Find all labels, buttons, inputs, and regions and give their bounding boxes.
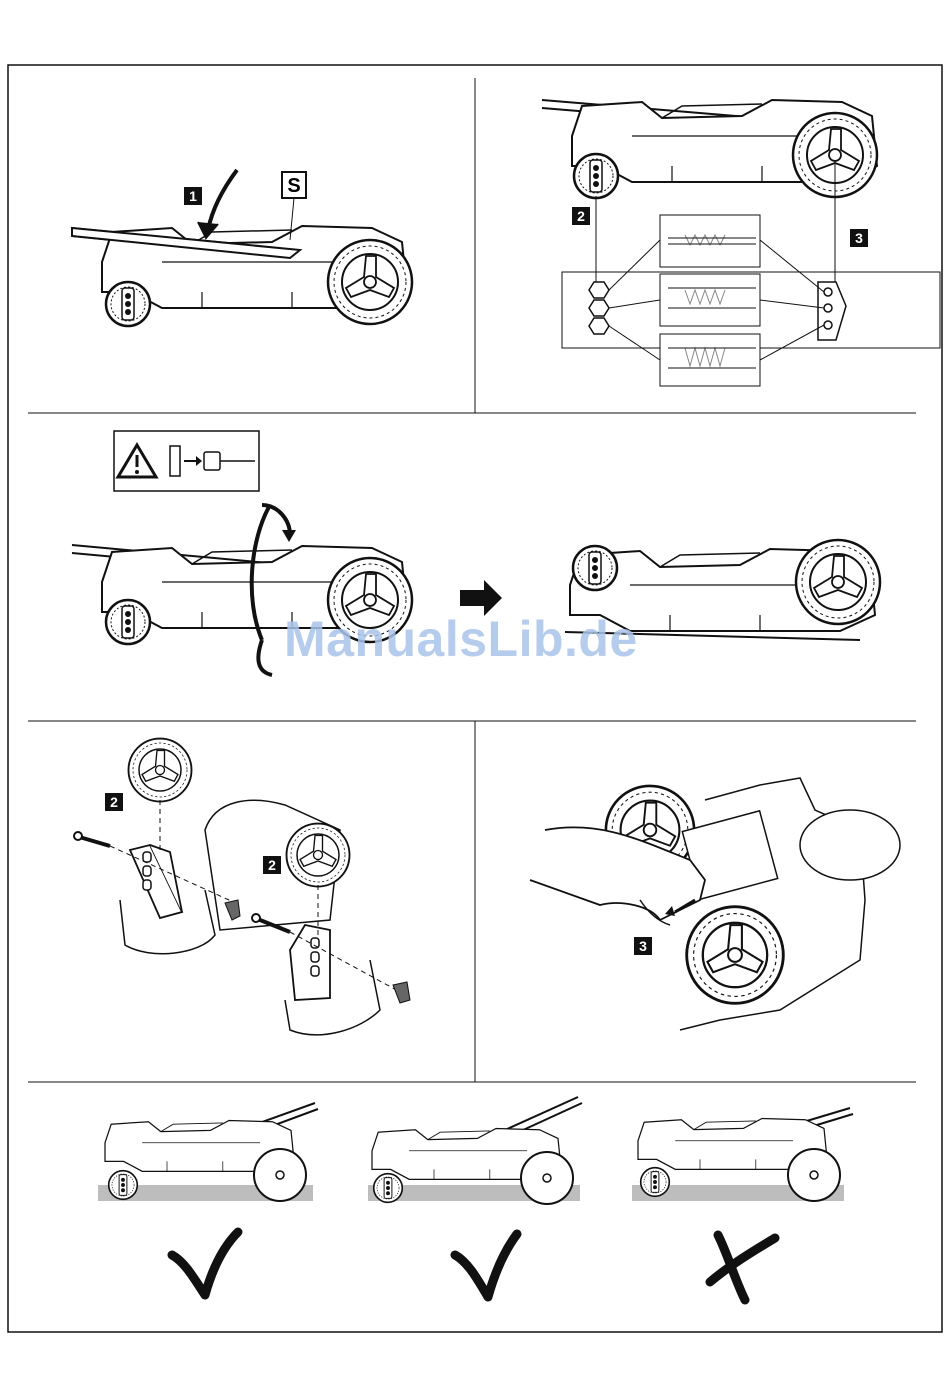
panel4-step-2a-label: 2	[110, 794, 118, 810]
panel-level-check	[98, 1097, 853, 1300]
panel-wheel-assembly: 2 2	[74, 739, 410, 1035]
cross-mark	[710, 1235, 775, 1300]
step-3-label: 3	[855, 230, 863, 246]
check-mark-1	[172, 1232, 238, 1295]
panel-height-adjustment: 2 3	[542, 100, 940, 386]
check-mark-2	[455, 1234, 517, 1297]
watermark-text: ManualsLib.de	[284, 610, 638, 668]
panel-handle-fold: 1 S	[72, 170, 412, 326]
panel5-step-3-label: 3	[639, 938, 647, 954]
panel4-step-2b-label: 2	[268, 857, 276, 873]
step-1-label: 1	[189, 188, 197, 204]
step-2-label: 2	[577, 208, 585, 224]
panel-wheel-adjust: 3	[530, 778, 900, 1030]
marker-s-label: S	[287, 175, 300, 197]
